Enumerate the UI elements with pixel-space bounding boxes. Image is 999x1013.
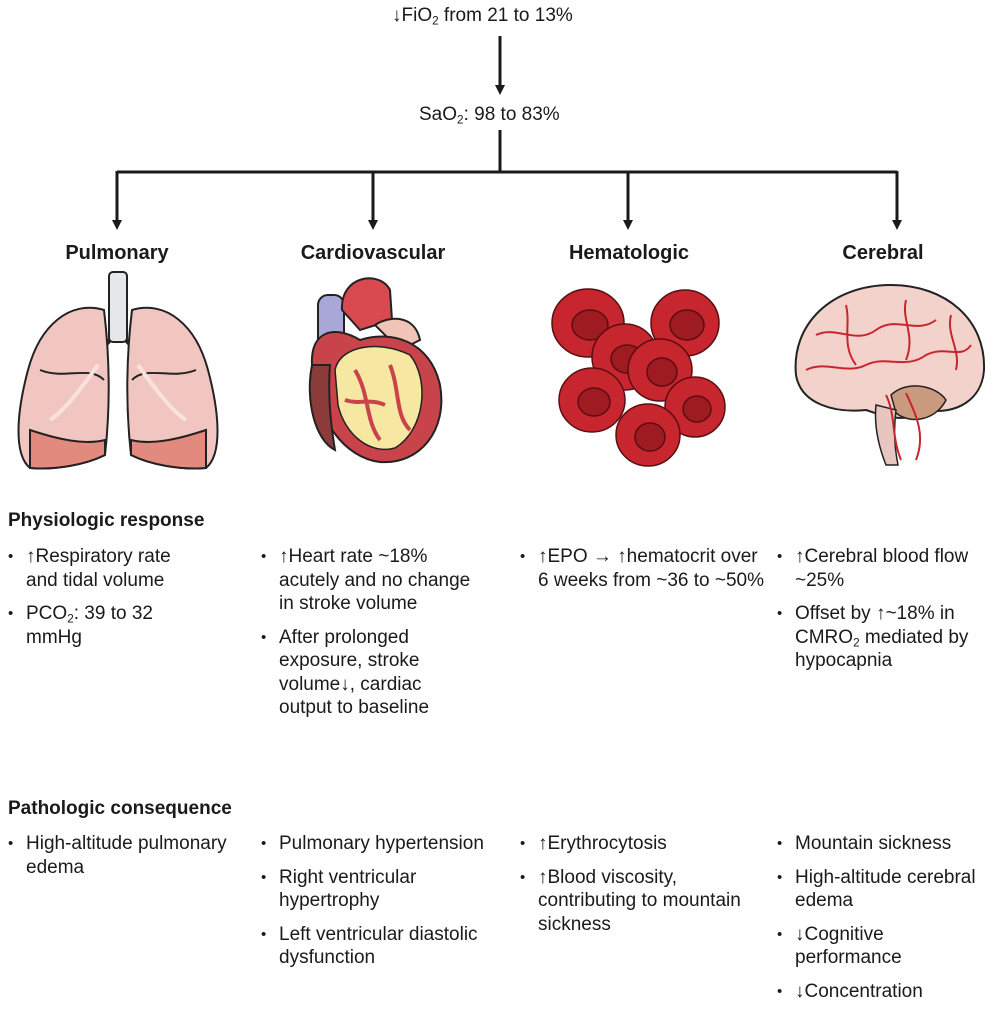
list-item: PCO2: 39 to 32 mmHg	[4, 602, 204, 649]
list-item: ↑Heart rate ~18% acutely and no change i…	[257, 545, 472, 616]
pathologic-pulmonary-list: High-altitude pulmonary edema	[4, 832, 229, 889]
rbc-cell	[551, 288, 726, 467]
pathologic-hematologic-list: ↑Erythrocytosis ↑Blood viscosity, contri…	[516, 832, 746, 946]
list-item: ↑Erythrocytosis	[516, 832, 746, 856]
list-item: High-altitude cerebral edema	[773, 866, 995, 913]
col-title-cerebral: Cerebral	[842, 242, 924, 264]
list-item: Right ventricular hypertrophy	[257, 866, 502, 913]
brain-icon	[794, 283, 986, 466]
pathologic-cardiovascular-list: Pulmonary hypertension Right ventricular…	[257, 832, 502, 980]
list-item: ↓Cognitive performance	[773, 923, 995, 970]
list-item: After prolonged exposure, stroke volume↓…	[257, 626, 472, 720]
physiologic-pulmonary-list: ↑Respiratory rate and tidal volume PCO2:…	[4, 545, 204, 659]
list-item: Pulmonary hypertension	[257, 832, 502, 856]
list-item: ↓Concentration	[773, 980, 995, 1004]
col-title-cardiovascular: Cardiovascular	[300, 242, 446, 264]
lungs-icon	[17, 271, 219, 470]
list-item: High-altitude pulmonary edema	[4, 832, 229, 879]
heart-icon	[308, 277, 443, 464]
col-title-pulmonary: Pulmonary	[65, 242, 169, 264]
fio2-label: ↓FiO2 from 21 to 13%	[392, 5, 573, 28]
flow-arrows	[112, 36, 902, 230]
list-item: ↑Cerebral blood flow ~25%	[773, 545, 995, 592]
list-item: Offset by ↑~18% in CMRO2 mediated by hyp…	[773, 602, 995, 673]
red-blood-cells-icon	[551, 288, 726, 467]
list-item: ↑EPO → ↑hematocrit over 6 weeks from ~36…	[516, 545, 771, 592]
col-title-hematologic: Hematologic	[568, 242, 690, 264]
physiologic-cerebral-list: ↑Cerebral blood flow ~25% Offset by ↑~18…	[773, 545, 995, 683]
pathologic-cerebral-list: Mountain sickness High-altitude cerebral…	[773, 832, 995, 1013]
list-item: ↑Blood viscosity, contributing to mounta…	[516, 866, 746, 937]
pathologic-consequence-heading: Pathologic consequence	[8, 798, 232, 819]
physiologic-hematologic-list: ↑EPO → ↑hematocrit over 6 weeks from ~36…	[516, 545, 771, 602]
sao2-label: SaO2: 98 to 83%	[419, 104, 560, 127]
list-item: ↑Respiratory rate and tidal volume	[4, 545, 204, 592]
physiologic-response-heading: Physiologic response	[8, 510, 205, 531]
list-item: Left ventricular diastolic dysfunction	[257, 923, 502, 970]
physiologic-cardiovascular-list: ↑Heart rate ~18% acutely and no change i…	[257, 545, 472, 730]
list-item: Mountain sickness	[773, 832, 995, 856]
